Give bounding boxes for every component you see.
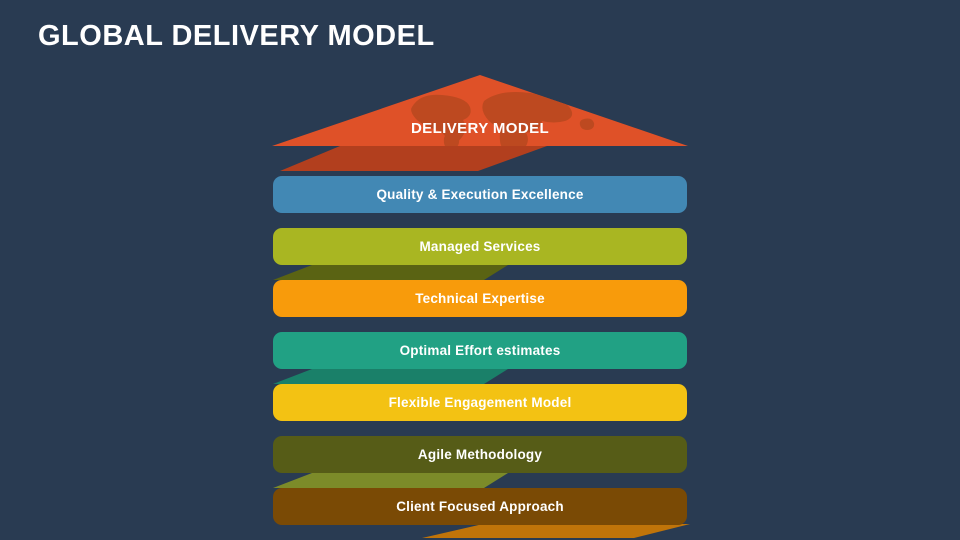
bar-technical-expertise: Technical Expertise bbox=[273, 280, 687, 317]
world-map-icon bbox=[411, 92, 595, 146]
bar-agile-methodology: Agile Methodology bbox=[273, 436, 687, 473]
bar-flexible-engagement-model: Flexible Engagement Model bbox=[273, 384, 687, 421]
bar-client-focused-approach: Client Focused Approach bbox=[273, 488, 687, 525]
bar-managed-services: Managed Services bbox=[273, 228, 687, 265]
ribbon-fold-2 bbox=[273, 265, 508, 280]
bar-label: Technical Expertise bbox=[415, 291, 545, 306]
bar-label: Agile Methodology bbox=[417, 447, 543, 462]
bar-label: Flexible Engagement Model bbox=[388, 395, 572, 410]
bar-label: Quality & Execution Excellence bbox=[376, 187, 584, 202]
ribbon-fold-bottom bbox=[422, 524, 690, 538]
ribbon-fold-top bbox=[280, 146, 547, 171]
bar-label: Client Focused Approach bbox=[396, 499, 564, 514]
bar-label: Optimal Effort estimates bbox=[399, 343, 561, 358]
bar-optimal-effort-estimates: Optimal Effort estimates bbox=[273, 332, 687, 369]
pyramid-head: DELIVERY MODEL bbox=[272, 75, 688, 146]
bar-label: Managed Services bbox=[419, 239, 541, 254]
pyramid-label: DELIVERY MODEL bbox=[410, 120, 550, 137]
bar-quality-execution-excellence: Quality & Execution Excellence bbox=[273, 176, 687, 213]
slide-title: GLOBAL DELIVERY MODEL bbox=[38, 20, 435, 52]
ribbon-fold-3 bbox=[273, 369, 508, 384]
ribbon-fold-4 bbox=[273, 473, 508, 488]
